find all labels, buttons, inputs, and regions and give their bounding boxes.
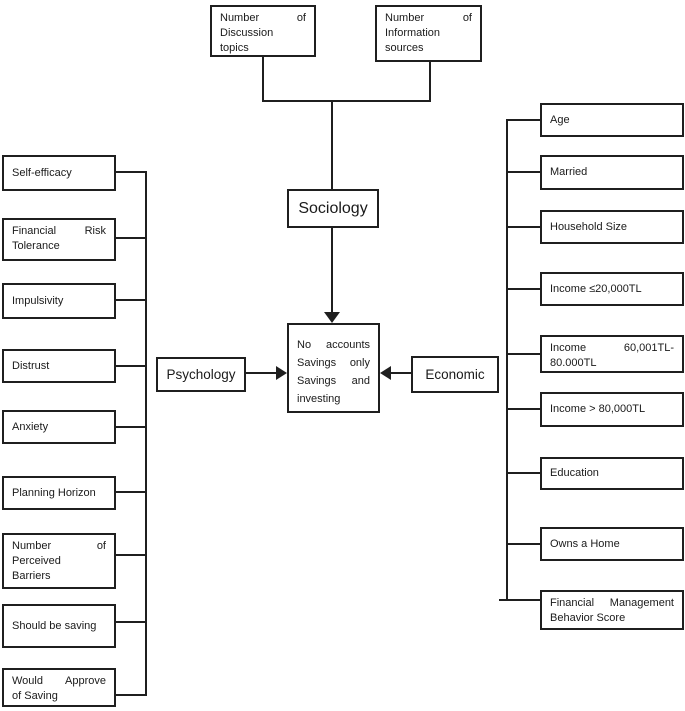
box-education: Education bbox=[540, 457, 684, 490]
box-household-size: Household Size bbox=[540, 210, 684, 244]
box-text-line: Distrust bbox=[12, 359, 50, 372]
box-text-line: Self-efficacy bbox=[12, 166, 72, 179]
box-impulsivity: Impulsivity bbox=[2, 283, 116, 319]
arrowhead-right-icon bbox=[276, 366, 287, 380]
left-tick-perceived-barriers bbox=[116, 554, 147, 556]
box-economic: Economic bbox=[411, 356, 499, 393]
box-planning-horizon: Planning Horizon bbox=[2, 476, 116, 510]
arrow-line-psychology-to-central bbox=[246, 372, 278, 374]
box-text-line: Anxiety bbox=[12, 420, 49, 433]
box-text-line: of Saving bbox=[12, 690, 58, 702]
box-text-line: Perceived bbox=[12, 555, 61, 567]
left-tick-planning-horizon bbox=[116, 491, 147, 493]
box-text-line: Information bbox=[385, 27, 441, 39]
box-text-line: Income > 80,000TL bbox=[550, 403, 646, 415]
box-should-be-saving: Should be saving bbox=[2, 604, 116, 648]
right-tick-owns-a-home bbox=[506, 543, 540, 545]
box-text-line: Income ≤20,000TL bbox=[550, 282, 642, 295]
right-tick-age bbox=[506, 119, 540, 121]
right-tick-income-le-20000 bbox=[506, 288, 540, 290]
left-tick-distrust bbox=[116, 365, 147, 367]
box-sociology: Sociology bbox=[287, 189, 379, 228]
arrowhead-down-icon bbox=[324, 312, 340, 323]
left-tick-impulsivity bbox=[116, 299, 147, 301]
box-text-line: Owns a Home bbox=[550, 537, 620, 550]
box-anxiety: Anxiety bbox=[2, 410, 116, 444]
right-tick-income-gt-80000 bbox=[506, 408, 540, 410]
box-age: Age bbox=[540, 103, 684, 137]
box-text-line: Age bbox=[550, 113, 570, 126]
connector-top-horizontal bbox=[262, 100, 431, 102]
right-tick-fmb-score bbox=[499, 599, 540, 601]
box-text-line: Married bbox=[550, 166, 588, 178]
left-tick-financial-risk-tolerance bbox=[116, 237, 147, 239]
arrowhead-left-icon bbox=[380, 366, 391, 380]
connector-information-stub bbox=[429, 62, 431, 102]
box-owns-a-home: Owns a Home bbox=[540, 527, 684, 561]
connector-to-sociology bbox=[331, 100, 333, 189]
box-text-line: Should be saving bbox=[12, 619, 97, 632]
box-text-line: Impulsivity bbox=[12, 294, 64, 307]
box-text-line: 80.000TL bbox=[550, 357, 597, 369]
box-text-line: Education bbox=[550, 467, 599, 479]
box-text-line: Discussion bbox=[220, 27, 274, 39]
left-tick-self-efficacy bbox=[116, 171, 147, 173]
box-text-line: Tolerance bbox=[12, 240, 60, 252]
box-text-line: Household Size bbox=[550, 220, 628, 233]
right-tick-income-60001-80000 bbox=[506, 353, 540, 355]
box-psychology: Psychology bbox=[156, 357, 246, 392]
connector-discussion-stub bbox=[262, 57, 264, 102]
arrow-line-economic-to-central bbox=[389, 372, 411, 374]
box-text-line: Planning Horizon bbox=[12, 486, 96, 499]
box-self-efficacy: Self-efficacy bbox=[2, 155, 116, 191]
box-married: Married bbox=[540, 155, 684, 190]
left-tick-anxiety bbox=[116, 426, 147, 428]
right-tick-education bbox=[506, 472, 540, 474]
left-bracket-line bbox=[145, 171, 147, 696]
box-distrust: Distrust bbox=[2, 349, 116, 383]
arrow-line-sociology-to-central bbox=[331, 228, 333, 313]
left-tick-should-be-saving bbox=[116, 621, 147, 623]
box-income-gt-80000: Income > 80,000TL bbox=[540, 392, 684, 427]
box-income-le-20000: Income ≤20,000TL bbox=[540, 272, 684, 306]
box-text-line: Behavior Score bbox=[550, 612, 626, 624]
right-bracket-line bbox=[506, 119, 508, 601]
box-text-line: sources bbox=[385, 42, 424, 54]
box-text-line: topics bbox=[220, 42, 249, 54]
right-tick-household-size bbox=[506, 226, 540, 228]
left-tick-would-approve bbox=[116, 694, 147, 696]
right-tick-married bbox=[506, 171, 540, 173]
box-text-line: Barriers bbox=[12, 570, 51, 582]
box-text-line: investing bbox=[297, 393, 341, 405]
